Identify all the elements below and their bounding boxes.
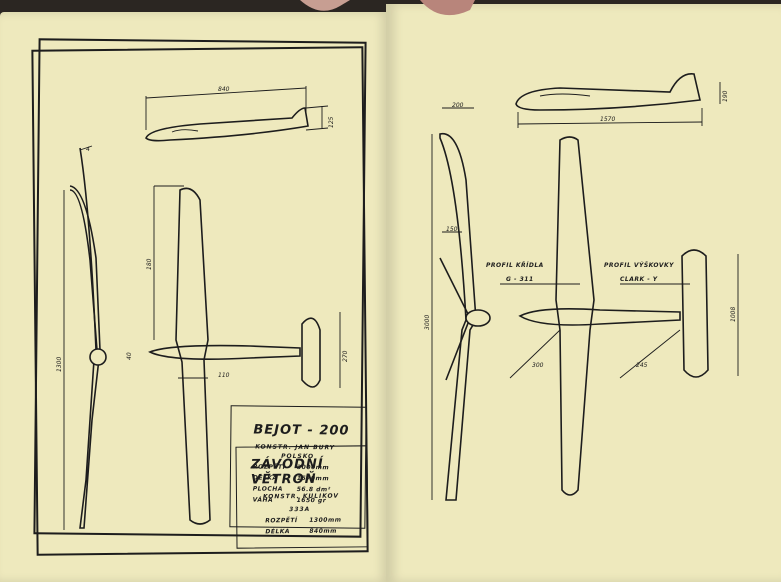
left-dim-dihedral: 40 — [126, 352, 133, 360]
finger — [300, 0, 475, 16]
left-dim-chord: 180 — [146, 258, 153, 270]
right-plan-wing — [555, 136, 595, 496]
left-plan-tail — [301, 317, 321, 388]
right-spec-row: PLOCHA 56.8 dm² — [252, 485, 331, 494]
left-page — [0, 12, 388, 582]
right-dim-height: 190 — [722, 90, 729, 102]
right-dim-tail-root: 245 — [636, 362, 648, 369]
left-dim-tail-chord: 110 — [218, 372, 230, 379]
wing-profile-label: PROFIL KŘÍDLA — [486, 262, 544, 269]
right-page — [386, 4, 781, 582]
right-spec-row: VÁHA 1650 gr — [252, 496, 327, 505]
left-plan-wing — [175, 187, 211, 525]
tail-profile-label: PROFIL VÝŠKOVKY — [604, 262, 674, 269]
wing-profile-value: G - 311 — [506, 276, 534, 283]
right-dim-tail-span: 1008 — [730, 306, 737, 322]
tail-profile-value: CLARK - Y — [620, 276, 658, 283]
right-dim-root: 300 — [532, 362, 544, 369]
right-country: POLSKO — [281, 452, 315, 461]
right-dim-dihedral: 150 — [446, 226, 458, 233]
right-title-block: BEJOT - 200 KONSTR. JAN BURY POLSKO ROZP… — [229, 405, 367, 529]
left-front-fuselage — [89, 348, 107, 366]
left-dim-tail-span: 270 — [342, 350, 349, 362]
right-side-fuselage — [515, 73, 701, 111]
left-side-fuselage — [145, 107, 309, 142]
right-spec-row: DÉLKA 1570mm — [252, 474, 330, 483]
right-dim-span: 3000 — [424, 314, 431, 330]
right-plan-tail — [681, 249, 709, 378]
right-plan-fuselage — [518, 308, 681, 326]
left-front-wing — [69, 185, 101, 529]
left-dim-height: 125 — [328, 116, 335, 128]
right-spec-row: ROZPĚTÍ 3000mm — [252, 463, 330, 472]
right-dim-length: 1570 — [600, 116, 616, 123]
right-dim-top: 200 — [452, 102, 464, 109]
right-author: KONSTR. JAN BURY — [255, 443, 335, 452]
left-dim-length: 840 — [218, 86, 230, 93]
left-dim-span: 1300 — [56, 356, 63, 372]
right-title: BEJOT - 200 — [253, 422, 350, 439]
right-front-fuselage — [465, 309, 491, 327]
left-plan-fuselage — [148, 344, 301, 360]
left-dim-x: 4 — [86, 146, 90, 153]
